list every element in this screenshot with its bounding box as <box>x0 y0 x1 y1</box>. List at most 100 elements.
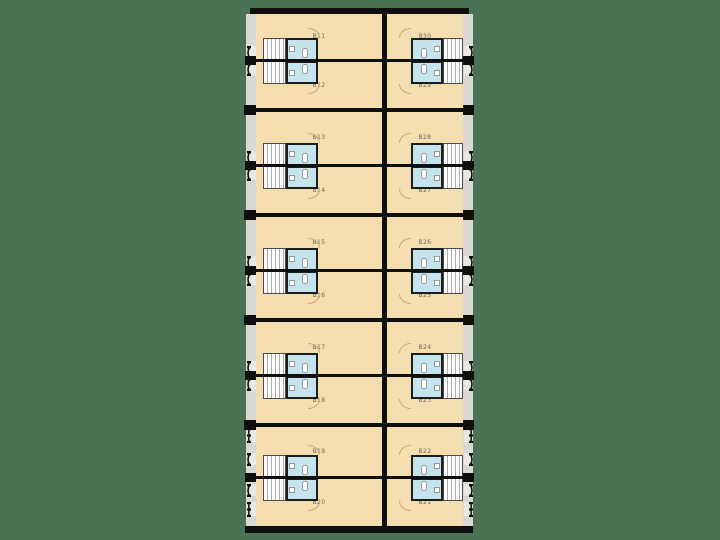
door-swing-icon <box>399 188 411 199</box>
door-opening <box>464 167 473 180</box>
unit-room-B23: B23 <box>387 377 463 423</box>
sink-fixture <box>434 255 440 262</box>
staircase <box>263 60 286 84</box>
double-door-swing-icon <box>240 428 251 443</box>
door-swing-icon <box>469 167 480 181</box>
staircase <box>263 142 286 166</box>
staircase <box>263 37 286 61</box>
door-swing-icon <box>240 452 251 466</box>
sink-fixture <box>289 384 295 391</box>
sink-fixture <box>434 69 440 76</box>
door-swing-icon <box>469 452 480 466</box>
staircase <box>263 477 286 501</box>
toilet-fixture <box>421 464 427 475</box>
door-swing-icon <box>399 293 411 304</box>
sink-fixture <box>434 360 440 367</box>
door-swing-icon <box>469 360 480 374</box>
unit-divider-wall <box>246 268 473 273</box>
door-swing-icon <box>240 483 251 497</box>
sink-fixture <box>434 486 440 493</box>
toilet-fixture <box>421 47 427 58</box>
section-divider-wall <box>246 213 473 217</box>
toilet-fixture <box>302 362 308 373</box>
door-swing-icon <box>469 150 480 164</box>
staircase <box>263 375 286 399</box>
sink-fixture <box>434 279 440 286</box>
door-opening <box>247 502 256 516</box>
wall-junction <box>245 266 256 275</box>
toilet-fixture <box>302 464 308 475</box>
unit-label: B25 <box>418 291 432 299</box>
unit-label: B28 <box>418 134 432 142</box>
sink-fixture <box>434 174 440 181</box>
sink-fixture <box>289 486 295 493</box>
staircase <box>443 375 463 399</box>
staircase <box>263 270 286 294</box>
unit-label: B29 <box>418 81 432 89</box>
wall-junction <box>463 105 474 115</box>
staircase <box>443 454 463 478</box>
door-swing-icon <box>240 62 251 76</box>
door-swing-icon <box>240 360 251 374</box>
door-swing-icon <box>399 132 411 143</box>
door-swing-icon <box>399 83 411 94</box>
door-swing-icon <box>240 377 251 391</box>
wall-junction <box>244 210 256 220</box>
staircase <box>443 165 463 189</box>
wall-junction <box>245 161 256 170</box>
toilet-fixture <box>421 362 427 373</box>
toilet-fixture <box>421 63 427 74</box>
wall-junction <box>245 56 256 65</box>
staircase <box>443 270 463 294</box>
door-swing-icon <box>399 237 411 248</box>
sink-fixture <box>289 69 295 76</box>
staircase <box>443 247 463 271</box>
door-opening <box>464 428 473 442</box>
door-swing-icon <box>240 272 251 286</box>
toilet-fixture <box>302 480 308 491</box>
wall-junction <box>463 266 474 275</box>
unit-room-B28: B28 <box>387 112 463 164</box>
unit-divider-wall <box>246 58 473 63</box>
sink-fixture <box>434 462 440 469</box>
sink-fixture <box>289 174 295 181</box>
sink-fixture <box>289 360 295 367</box>
wall-junction <box>463 210 474 220</box>
unit-room-B22: B22 <box>387 427 463 476</box>
door-opening <box>247 377 256 390</box>
door-swing-icon <box>469 62 480 76</box>
toilet-fixture <box>302 63 308 74</box>
door-swing-icon <box>469 255 480 269</box>
door-opening <box>464 45 473 58</box>
staircase <box>443 352 463 376</box>
unit-divider-wall <box>246 475 473 480</box>
staircase <box>443 142 463 166</box>
door-swing-icon <box>399 27 411 38</box>
door-swing-icon <box>469 45 480 59</box>
door-swing-icon <box>240 45 251 59</box>
wall-junction <box>463 473 474 482</box>
door-opening <box>247 62 256 75</box>
section-divider-wall <box>246 423 473 427</box>
unit-room-B24: B24 <box>387 322 463 374</box>
door-swing-icon <box>399 398 411 409</box>
sink-fixture <box>289 150 295 157</box>
door-opening <box>464 272 473 285</box>
unit-label: B23 <box>418 396 432 404</box>
unit-label: B24 <box>418 344 432 352</box>
unit-label: B30 <box>418 32 432 40</box>
unit-room-B27: B27 <box>387 167 463 213</box>
toilet-fixture <box>421 273 427 284</box>
toilet-fixture <box>421 257 427 268</box>
unit-room-B30: B30 <box>387 14 463 59</box>
staircase <box>443 477 463 501</box>
toilet-fixture <box>421 168 427 179</box>
unit-label: B21 <box>418 499 432 507</box>
unit-divider-wall <box>246 373 473 378</box>
wall-junction <box>244 105 256 115</box>
sink-fixture <box>289 462 295 469</box>
exterior-wall-top <box>250 8 469 14</box>
staircase <box>443 60 463 84</box>
wall-junction <box>463 315 474 325</box>
